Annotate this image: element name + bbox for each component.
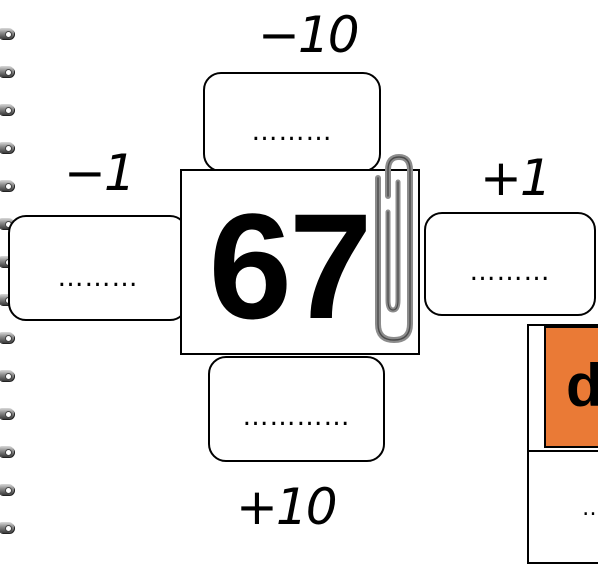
spiral-ring-icon (0, 180, 14, 191)
plus-ten-answer-box[interactable]: ………… (208, 356, 385, 462)
spiral-ring-icon (0, 104, 14, 115)
plus-ten-answer: ………… (242, 402, 351, 432)
center-number: 67 (208, 182, 373, 350)
minus-one-answer-box[interactable]: ……… (8, 215, 188, 321)
spiral-ring-icon (0, 142, 14, 153)
minus-ten-label: −10 (258, 6, 360, 64)
spiral-ring-icon (0, 522, 14, 533)
plus-ten-label: +10 (236, 478, 338, 536)
spiral-ring-icon (0, 28, 14, 39)
minus-one-answer: ……… (57, 263, 139, 293)
plus-one-answer-box[interactable]: ……… (424, 212, 596, 316)
paperclip-icon (375, 153, 413, 344)
plus-one-answer: ……… (469, 257, 551, 287)
side-card-answer: … (582, 496, 598, 521)
spiral-ring-icon (0, 66, 14, 77)
spiral-ring-icon (0, 484, 14, 495)
spiral-ring-icon (0, 370, 14, 381)
spiral-ring-icon (0, 446, 14, 457)
side-card-header: d (544, 326, 598, 448)
minus-ten-answer: ……… (251, 117, 333, 147)
plus-one-label: +1 (480, 149, 552, 207)
side-card-letter: d (566, 356, 598, 416)
minus-one-label: −1 (64, 144, 136, 202)
spiral-ring-icon (0, 408, 14, 419)
minus-ten-answer-box[interactable]: ……… (203, 72, 381, 172)
spiral-ring-icon (0, 332, 14, 343)
side-card-divider (529, 450, 598, 452)
